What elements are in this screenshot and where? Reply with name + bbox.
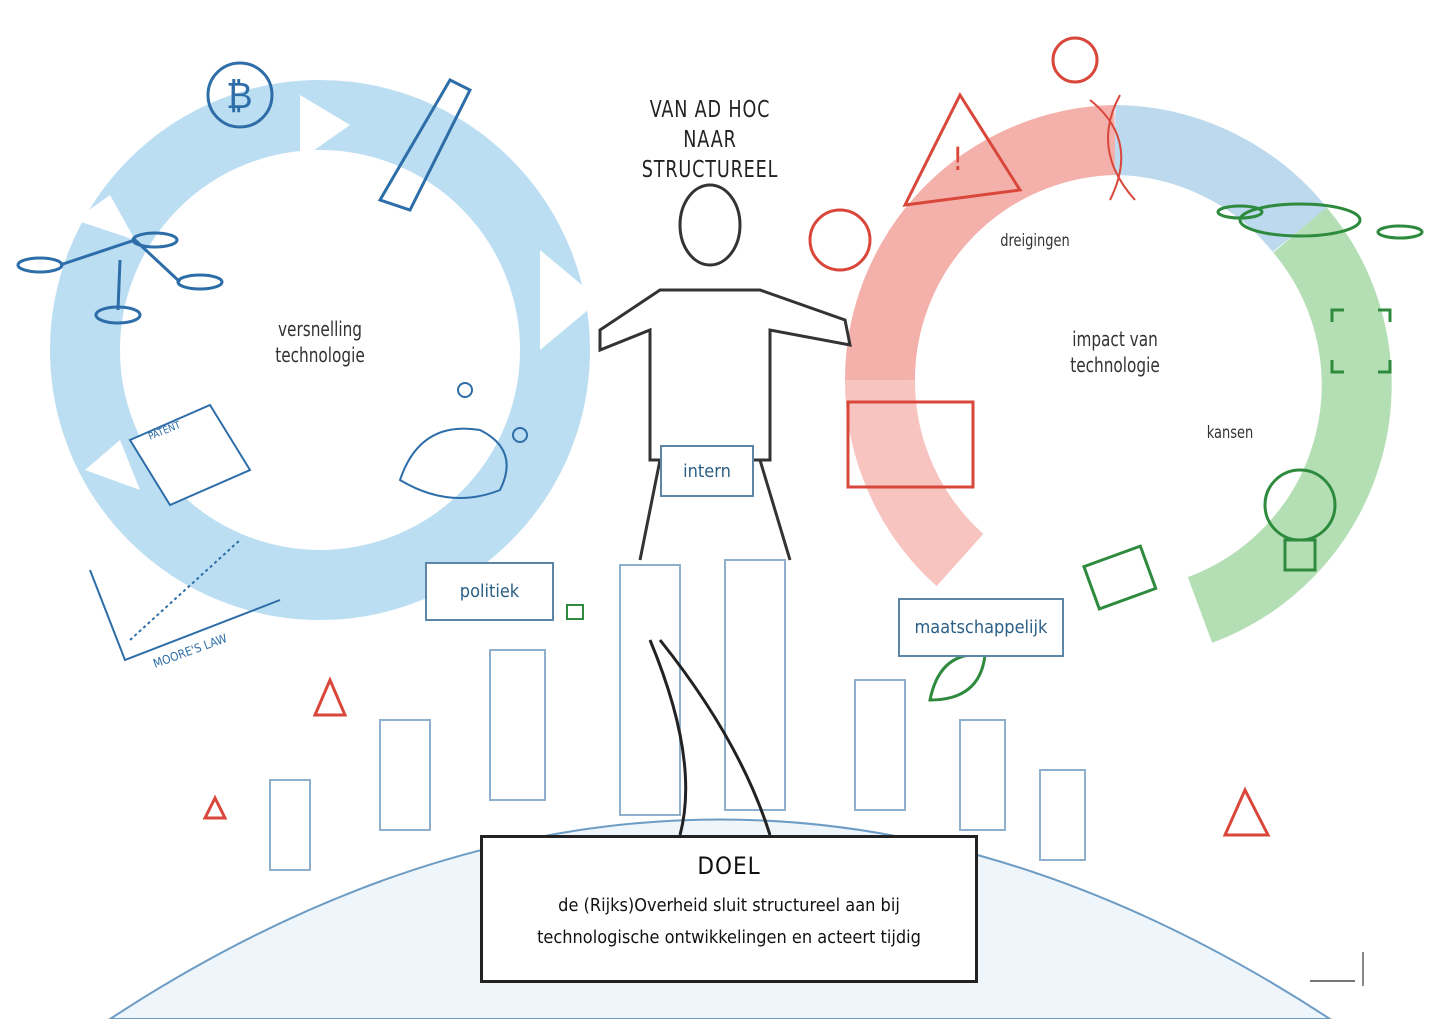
city-skyline xyxy=(269,559,1086,871)
bubble-maatschappelijk: maatschappelijk xyxy=(898,598,1064,657)
screen-face-icon xyxy=(846,400,975,489)
acceleration-label-line1: versnelling xyxy=(278,317,362,341)
leaf-icon xyxy=(928,653,987,702)
goal-line-2: technologische ontwikkelingen en acteert… xyxy=(537,927,921,948)
lock-icon xyxy=(566,604,584,620)
goal-line-1: de (Rijks)Overheid sluit structureel aan… xyxy=(558,895,900,916)
bubble-politiek: politiek xyxy=(425,562,554,621)
dna-icon xyxy=(1089,94,1136,201)
skull-icon xyxy=(1051,36,1099,84)
rocket-icon xyxy=(377,78,473,212)
impact-loop xyxy=(844,105,1392,643)
chip-icon xyxy=(1082,544,1158,611)
title-line-2: NAAR STRUCTUREEL xyxy=(641,127,779,183)
gas-mask-icon xyxy=(808,208,872,272)
logo xyxy=(1310,950,1410,990)
logo-divider xyxy=(1362,952,1364,986)
face-scan-icon xyxy=(1330,308,1392,374)
moores-law-chart-icon xyxy=(89,539,281,662)
svg-text:₿: ₿ xyxy=(226,76,253,117)
warning-icons xyxy=(202,676,1271,837)
goal-heading: DOEL xyxy=(697,852,761,880)
svg-text:!: ! xyxy=(952,140,964,178)
threats-label: dreigingen xyxy=(1000,231,1070,251)
person-figure xyxy=(598,183,852,561)
impact-label: impact van technologie xyxy=(1047,326,1183,378)
warning-triangle-icon: ! xyxy=(902,91,1023,207)
lightbulb-icon xyxy=(1263,468,1337,572)
bitcoin-icon: ₿ xyxy=(206,61,274,129)
drone-icon-left xyxy=(16,231,224,325)
acceleration-label: versnelling technologie xyxy=(252,316,388,368)
acceleration-loop xyxy=(50,80,600,620)
patent-papers-icon: PATENT xyxy=(128,403,252,507)
impact-label-line1: impact van xyxy=(1072,327,1158,351)
molecule-brain-icon xyxy=(398,382,528,499)
logo-signature xyxy=(1310,958,1355,982)
impact-label-line2: technologie xyxy=(1070,353,1160,377)
opportunities-label: kansen xyxy=(1206,423,1254,443)
bubble-intern: intern xyxy=(660,445,754,497)
main-title: VAN AD HOC NAAR STRUCTUREEL xyxy=(617,95,804,185)
goal-box: DOEL de (Rijks)Overheid sluit structuree… xyxy=(480,835,978,983)
moores-law-label: MOORE'S LAW xyxy=(151,631,229,671)
drone-icon-right xyxy=(1216,202,1424,240)
title-line-1: VAN AD HOC xyxy=(649,97,771,123)
goal-speech-lines xyxy=(648,639,772,836)
acceleration-label-line2: technologie xyxy=(275,343,365,367)
